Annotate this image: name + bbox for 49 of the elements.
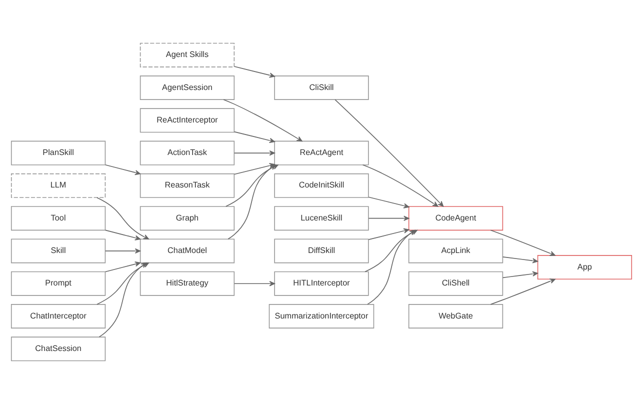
node-box: ReActInterceptor	[140, 108, 235, 133]
arrow	[105, 230, 141, 240]
arrow	[490, 230, 556, 256]
node-box: ChatSession	[10, 336, 106, 362]
arrow	[234, 281, 275, 286]
node-box: CliShell	[408, 271, 504, 296]
node-box: App	[537, 255, 632, 280]
node-box: Graph	[140, 206, 235, 231]
node-box: LuceneSkill	[274, 206, 369, 231]
arrow	[96, 197, 149, 240]
node-box: LLM	[10, 173, 106, 198]
node-box: CliSkill	[274, 76, 369, 100]
arrow	[223, 99, 302, 142]
arrow	[368, 216, 410, 221]
node-box: AcpLink	[408, 238, 504, 264]
arrow	[105, 248, 141, 254]
arrow	[368, 196, 410, 208]
node-box: ActionTask	[140, 140, 235, 166]
node-box: Prompt	[10, 271, 106, 296]
arrow	[502, 271, 538, 278]
arrow	[105, 164, 141, 176]
node-box: Agent Skills	[140, 42, 235, 68]
node-box: PlanSkill	[10, 140, 106, 166]
node-box: ChatModel	[140, 238, 235, 264]
arrow	[362, 164, 438, 207]
arrow	[367, 230, 416, 305]
arrow	[490, 278, 556, 305]
node-box: ReActAgent	[274, 140, 369, 166]
arrow	[368, 228, 410, 240]
arrow	[228, 164, 276, 240]
node-box: HITLInterceptor	[274, 271, 369, 296]
node-box: CodeAgent	[408, 206, 504, 231]
node-box: ChatInterceptor	[10, 304, 106, 328]
node-box: SummarizationInterceptor	[268, 304, 374, 328]
node-box: HitlStrategy	[140, 271, 235, 296]
arrow	[334, 99, 444, 207]
arrow	[105, 262, 141, 272]
arrow	[234, 66, 275, 78]
arrow	[234, 150, 275, 156]
node-box: WebGate	[408, 304, 504, 328]
arrow	[502, 256, 538, 264]
node-box: Tool	[10, 206, 106, 231]
arrow	[98, 262, 147, 338]
node-box: AgentSession	[140, 76, 235, 100]
node-box: DiffSkill	[274, 238, 369, 264]
arrow	[234, 131, 275, 144]
node-box: Skill	[10, 238, 106, 264]
node-box: ReasonTask	[140, 173, 235, 198]
node-box: CodeInitSkill	[274, 173, 369, 198]
